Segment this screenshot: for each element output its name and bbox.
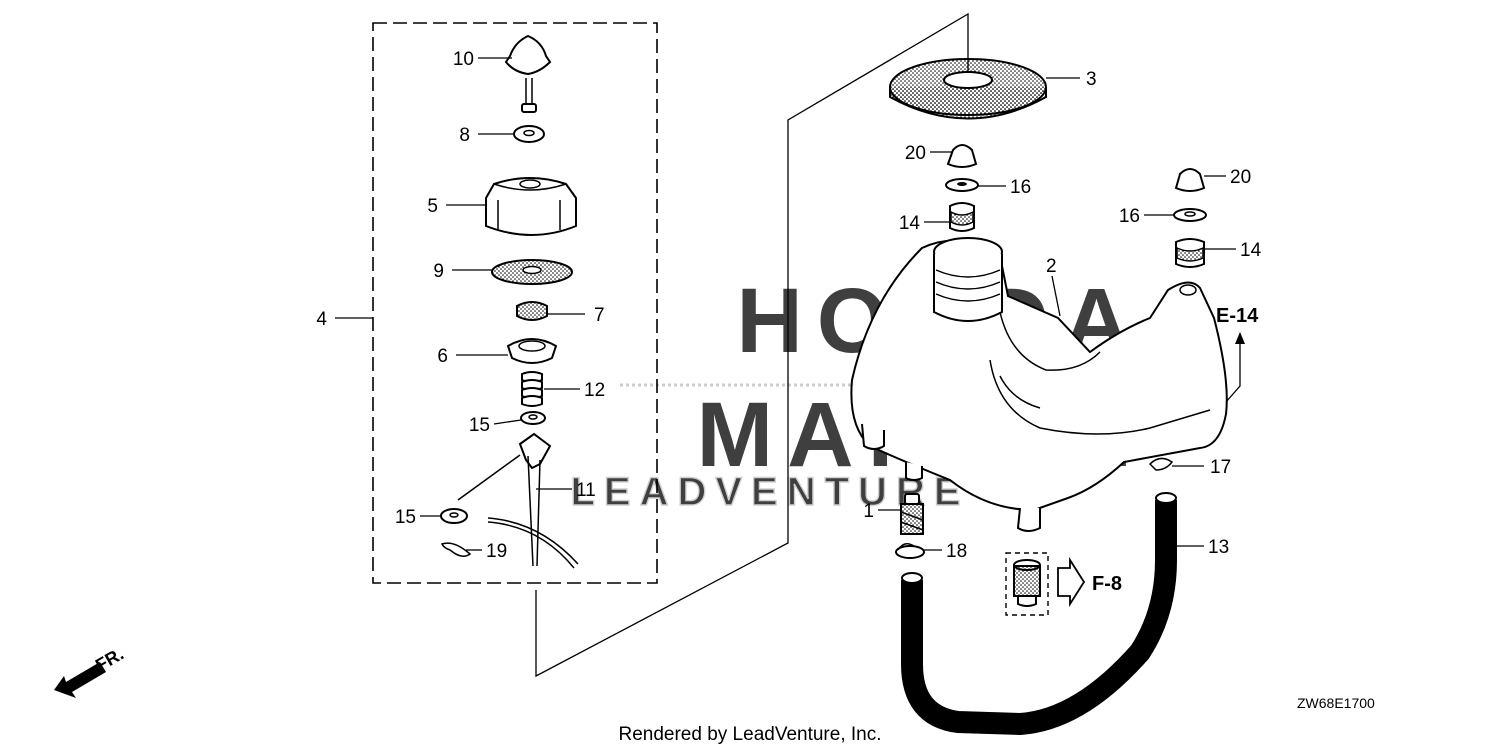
part-20-nut-right <box>1174 168 1206 192</box>
ref-e14: E-14 <box>1216 305 1259 327</box>
part-8-washer <box>513 125 545 143</box>
part-11-strainer <box>457 432 579 569</box>
part-17-clip <box>1148 457 1174 471</box>
part-14-grommet-left <box>949 202 975 232</box>
label-8: 8 <box>459 125 470 146</box>
label-13: 13 <box>1208 537 1229 558</box>
part-7-seal <box>516 301 548 321</box>
label-12: 12 <box>584 380 605 401</box>
label-20-right: 20 <box>1230 167 1251 188</box>
f8-reference-box <box>1005 552 1086 616</box>
label-14-left: 14 <box>899 213 921 234</box>
label-3: 3 <box>1086 69 1097 90</box>
label-15-bottom: 15 <box>395 507 416 528</box>
part-16-washer-right <box>1173 208 1207 222</box>
label-19: 19 <box>486 541 507 562</box>
part-18-clamp <box>895 543 925 559</box>
part-1-fitting <box>900 493 924 535</box>
label-2: 2 <box>1046 256 1057 277</box>
label-1: 1 <box>863 501 874 522</box>
label-16-left: 16 <box>1010 177 1031 198</box>
part-14-grommet-right <box>1175 238 1205 268</box>
part-2-fuel-tank <box>850 237 1228 532</box>
part-10-knob <box>504 34 552 113</box>
part-19-clip <box>440 542 472 557</box>
label-16-right: 16 <box>1119 206 1140 227</box>
label-7: 7 <box>594 305 605 326</box>
e14-arrow-icon <box>1225 332 1245 403</box>
part-5-fuel-cap <box>485 177 577 236</box>
part-20-nut-left <box>946 144 978 168</box>
part-13-fuel-hose <box>901 492 1177 736</box>
f8-arrow-icon <box>1057 556 1086 608</box>
front-arrow-icon: FR. <box>54 644 127 698</box>
label-6: 6 <box>437 346 448 367</box>
label-15-top: 15 <box>469 415 490 436</box>
label-18: 18 <box>946 541 967 562</box>
label-11: 11 <box>576 480 596 501</box>
label-9: 9 <box>433 261 444 282</box>
part-labels: 10 8 5 9 4 7 6 12 15 11 15 19 3 20 16 14… <box>316 49 1261 562</box>
label-14-right: 14 <box>1240 240 1262 261</box>
label-20-left: 20 <box>905 143 926 164</box>
part-16-washer-left <box>945 178 979 192</box>
part-15-washer-bottom <box>440 508 468 524</box>
part-6-cup <box>506 338 558 364</box>
part-12-spring <box>521 371 543 407</box>
watermark-line3: LEADVENTURE <box>570 470 969 514</box>
cap-assembly-box <box>372 22 658 584</box>
assembly-leader <box>535 12 969 678</box>
render-credit: Rendered by LeadVenture, Inc. <box>618 724 881 745</box>
part-3-rubber-pad <box>889 58 1047 120</box>
ref-f8: F-8 <box>1092 573 1122 595</box>
label-4: 4 <box>316 309 327 330</box>
label-17: 17 <box>1210 457 1231 478</box>
label-5: 5 <box>427 196 438 217</box>
part-9-gasket <box>491 259 573 285</box>
leader-lines <box>420 57 1236 551</box>
part-15-washer-top <box>520 411 546 425</box>
label-10: 10 <box>453 49 474 70</box>
diagram-code: ZW68E1700 <box>1297 695 1375 711</box>
